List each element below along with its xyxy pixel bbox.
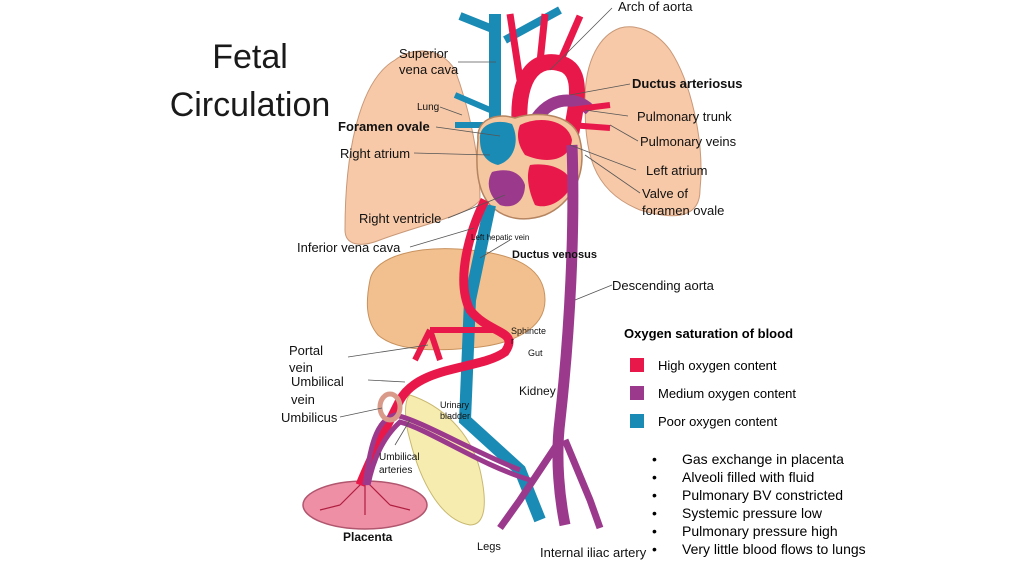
legend-swatch-poor bbox=[630, 414, 644, 428]
label-portal-vein-1: Portal bbox=[289, 343, 323, 358]
label-portal-vein-2: vein bbox=[289, 360, 313, 375]
arch-branch-1 bbox=[506, 13, 524, 81]
bullet-item: • Gas exchange in placenta bbox=[652, 450, 866, 468]
label-foramen-ovale: Foramen ovale bbox=[338, 119, 430, 134]
bullet-item: • Pulmonary BV constricted bbox=[652, 486, 866, 504]
bullet-text: Gas exchange in placenta bbox=[682, 451, 844, 467]
bullet-item: • Very little blood flows to lungs bbox=[652, 540, 866, 558]
label-sphincter-1: Sphincte bbox=[511, 326, 546, 336]
left-atrium-chamber bbox=[517, 120, 572, 160]
right-atrium-chamber bbox=[479, 121, 516, 165]
label-placenta: Placenta bbox=[343, 530, 393, 544]
bullet-dot-icon: • bbox=[652, 451, 657, 467]
label-umbilical-arteries-1: Umbilical bbox=[379, 452, 420, 463]
label-urinary-bladder-2: bladder bbox=[440, 411, 470, 421]
label-legs: Legs bbox=[477, 541, 501, 553]
bullet-dot-icon: • bbox=[652, 505, 657, 521]
bullet-text: Pulmonary BV constricted bbox=[682, 487, 844, 503]
liver bbox=[366, 248, 546, 351]
portal-vein-branch bbox=[412, 327, 500, 362]
label-inferior-vena-cava: Inferior vena cava bbox=[297, 240, 401, 255]
label-superior-vena-cava-2: vena cava bbox=[399, 62, 459, 77]
label-urinary-bladder-1: Urinary bbox=[440, 400, 470, 410]
label-superior-vena-cava-1: Superior bbox=[399, 46, 449, 61]
bullet-text: Very little blood flows to lungs bbox=[682, 541, 866, 557]
label-valve-of-foramen-ovale-2: foramen ovale bbox=[642, 203, 724, 218]
bullet-item: • Alveoli filled with fluid bbox=[652, 468, 866, 486]
oxygen-legend: Oxygen saturation of blood High oxygen c… bbox=[624, 326, 796, 435]
label-right-atrium: Right atrium bbox=[340, 146, 410, 161]
label-kidney: Kidney bbox=[519, 384, 556, 398]
title-line-1: Fetal bbox=[212, 38, 288, 76]
bullet-dot-icon: • bbox=[652, 469, 657, 485]
left-ventricle-chamber bbox=[527, 164, 572, 207]
right-ventricle-chamber bbox=[488, 170, 525, 207]
label-umbilical-arteries-2: arteries bbox=[379, 465, 412, 476]
leader-lines bbox=[339, 7, 641, 446]
bullet-dot-icon: • bbox=[652, 523, 657, 539]
label-internal-iliac-artery: Internal iliac artery bbox=[540, 545, 647, 560]
bullet-text: Alveoli filled with fluid bbox=[682, 469, 815, 485]
label-ductus-arteriosus: Ductus arteriosus bbox=[632, 76, 743, 91]
legend-label-medium: Medium oxygen content bbox=[658, 385, 797, 401]
label-left-hepatic-vein: Left hepatic vein bbox=[471, 233, 529, 242]
label-pulmonary-trunk: Pulmonary trunk bbox=[637, 109, 732, 124]
right-lung bbox=[584, 26, 702, 217]
descending-aorta-vessel bbox=[552, 144, 579, 527]
legend-label-high: High oxygen content bbox=[658, 357, 777, 373]
label-lung: Lung bbox=[417, 102, 439, 113]
legend-swatch-medium bbox=[630, 386, 644, 400]
label-umbilical-vein-2: vein bbox=[291, 392, 315, 407]
bullet-text: Pulmonary pressure high bbox=[682, 523, 838, 539]
label-umbilicus: Umbilicus bbox=[281, 410, 338, 425]
bullet-text: Systemic pressure low bbox=[682, 505, 823, 521]
label-right-ventricle: Right ventricle bbox=[359, 211, 441, 226]
label-gut: Gut bbox=[528, 348, 543, 358]
label-sphincter-2: r bbox=[511, 336, 514, 346]
label-valve-of-foramen-ovale-1: Valve of bbox=[642, 186, 688, 201]
arch-branch-2 bbox=[536, 13, 549, 63]
left-lung bbox=[344, 50, 481, 245]
legend-swatch-high bbox=[630, 358, 644, 372]
umbilicus-ring bbox=[377, 391, 403, 423]
svc-branch-left bbox=[458, 12, 497, 34]
label-arch-of-aorta: Arch of aorta bbox=[618, 0, 693, 14]
label-left-atrium: Left atrium bbox=[646, 163, 707, 178]
legend-item-medium: Medium oxygen content bbox=[624, 379, 796, 407]
iliac-left bbox=[497, 438, 563, 531]
legend-item-high: High oxygen content bbox=[624, 351, 796, 379]
legend-item-poor: Poor oxygen content bbox=[624, 407, 796, 435]
label-descending-aorta: Descending aorta bbox=[612, 278, 715, 293]
label-pulmonary-veins: Pulmonary veins bbox=[640, 134, 737, 149]
label-umbilical-vein-1: Umbilical bbox=[291, 374, 344, 389]
slide-title: Fetal Circulation bbox=[150, 34, 350, 129]
placenta-vessels bbox=[319, 479, 411, 515]
label-ductus-venosus: Ductus venosus bbox=[512, 249, 597, 261]
bullet-dot-icon: • bbox=[652, 541, 657, 557]
key-points-list: • Gas exchange in placenta • Alveoli fille… bbox=[652, 450, 866, 558]
iliac-right bbox=[561, 438, 604, 530]
legend-label-poor: Poor oxygen content bbox=[658, 413, 778, 429]
bullet-dot-icon: • bbox=[652, 487, 657, 503]
arch-branch-3 bbox=[556, 14, 584, 64]
title-line-2: Circulation bbox=[169, 85, 331, 124]
bullet-item: • Pulmonary pressure high bbox=[652, 522, 866, 540]
pulmonary-veins-right bbox=[569, 102, 611, 131]
bullet-item: • Systemic pressure low bbox=[652, 504, 866, 522]
legend-title: Oxygen saturation of blood bbox=[624, 326, 794, 341]
